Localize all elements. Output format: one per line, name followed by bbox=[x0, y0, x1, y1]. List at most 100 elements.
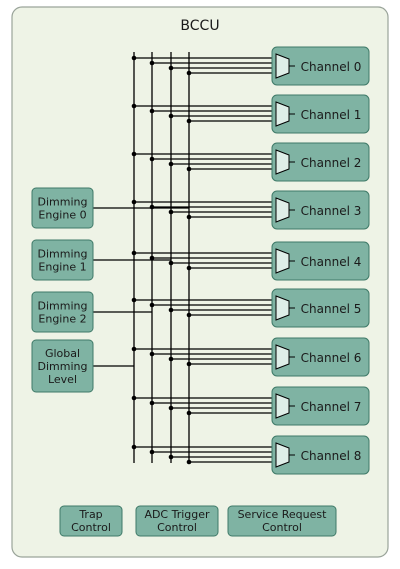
bus-junction-dot bbox=[131, 297, 137, 303]
source-block-box bbox=[31, 239, 94, 281]
channel-block-5: Channel 5 bbox=[271, 288, 370, 328]
channel-label: Channel 3 bbox=[301, 204, 362, 218]
source-label-line: Engine 0 bbox=[38, 209, 86, 222]
bus-junction-dot bbox=[168, 65, 174, 71]
channel-block-1: Channel 1 bbox=[271, 94, 370, 134]
channel-label: Channel 0 bbox=[301, 60, 362, 74]
bus-junction-dot bbox=[149, 302, 155, 308]
channel-mux bbox=[275, 393, 290, 419]
bus-junction-dot bbox=[131, 151, 137, 157]
channel-label: Channel 7 bbox=[301, 400, 362, 414]
bus-junction-dot bbox=[186, 459, 192, 465]
bus-junction-dot bbox=[149, 255, 155, 261]
control-label-line: Service Request bbox=[238, 508, 328, 521]
channel-label: Channel 8 bbox=[301, 449, 362, 463]
bus-junction-dot bbox=[186, 265, 192, 271]
bus-junction-dot bbox=[149, 204, 155, 210]
bus-junction-dot bbox=[168, 454, 174, 460]
channel-block-box bbox=[271, 386, 370, 426]
channel-block-box bbox=[271, 337, 370, 377]
bus-junction-dot bbox=[186, 166, 192, 172]
channel-block-box bbox=[271, 94, 370, 134]
bus-junction-dot bbox=[131, 346, 137, 352]
bus-junction-dot bbox=[149, 351, 155, 357]
bus-junction-dot bbox=[131, 103, 137, 109]
control-block-box bbox=[227, 505, 337, 537]
bus-junction-dot bbox=[186, 214, 192, 220]
channel-block-2: Channel 2 bbox=[271, 142, 370, 182]
bccu-title: BCCU bbox=[180, 18, 219, 34]
channel-mux bbox=[275, 442, 290, 468]
bus-junction-dot bbox=[131, 444, 137, 450]
channel-mux bbox=[275, 248, 290, 274]
source-block-box bbox=[31, 339, 94, 393]
bus-junction-dot bbox=[168, 307, 174, 313]
channel-mux bbox=[275, 53, 290, 79]
source-label-line: Global bbox=[45, 347, 80, 360]
channel-label: Channel 6 bbox=[301, 351, 362, 365]
bus-junction-dot bbox=[168, 209, 174, 215]
source-label-line: Dimming bbox=[38, 300, 88, 313]
channel-block-box bbox=[271, 288, 370, 328]
channel-block-7: Channel 7 bbox=[271, 386, 370, 426]
control-block-box bbox=[135, 505, 219, 537]
source-label-line: Level bbox=[48, 373, 77, 386]
channel-block-8: Channel 8 bbox=[271, 435, 370, 475]
channel-mux bbox=[275, 197, 290, 223]
control-label-line: Control bbox=[262, 521, 302, 534]
control-label-line: Trap bbox=[78, 508, 102, 521]
channel-block-box bbox=[271, 435, 370, 475]
bus-junction-dot bbox=[131, 395, 137, 401]
channel-block-0: Channel 0 bbox=[271, 46, 370, 86]
channel-mux bbox=[275, 295, 290, 321]
bus-junction-dot bbox=[168, 161, 174, 167]
channel-mux bbox=[275, 149, 290, 175]
bus-junction-dot bbox=[149, 400, 155, 406]
control-label-line: Control bbox=[157, 521, 197, 534]
channel-block-box bbox=[271, 142, 370, 182]
bus-junction-dot bbox=[131, 55, 137, 61]
channel-label: Channel 1 bbox=[301, 108, 362, 122]
source-label-line: Dimming bbox=[38, 360, 88, 373]
control-label-line: Control bbox=[71, 521, 111, 534]
channel-label: Channel 4 bbox=[301, 255, 362, 269]
bus-junction-dot bbox=[168, 260, 174, 266]
bus-junction-dot bbox=[186, 312, 192, 318]
bus-junction-dot bbox=[149, 60, 155, 66]
bus-junction-dot bbox=[131, 250, 137, 256]
channel-block-box bbox=[271, 241, 370, 281]
source-label-line: Engine 2 bbox=[38, 313, 86, 326]
channel-block-box bbox=[271, 190, 370, 230]
channel-block-3: Channel 3 bbox=[271, 190, 370, 230]
channel-mux bbox=[275, 344, 290, 370]
bus-junction-dot bbox=[149, 108, 155, 114]
channel-blocks: Channel 0 Channel 1 Channel 2 Channel 3 Chan… bbox=[271, 46, 370, 475]
bus-junction-dot bbox=[131, 199, 137, 205]
bus-junction-dot bbox=[149, 156, 155, 162]
source-label-line: Dimming bbox=[38, 196, 88, 209]
channel-mux bbox=[275, 101, 290, 127]
bus-junction-dot bbox=[186, 361, 192, 367]
control-label-line: ADC Trigger bbox=[144, 508, 210, 521]
bus-junction-dot bbox=[168, 356, 174, 362]
channel-block-4: Channel 4 bbox=[271, 241, 370, 281]
channel-block-box bbox=[271, 46, 370, 86]
bus-junction-dot bbox=[186, 70, 192, 76]
bus-junction-dot bbox=[168, 113, 174, 119]
channel-label: Channel 5 bbox=[301, 302, 362, 316]
source-label-line: Engine 1 bbox=[38, 261, 86, 274]
source-block-box bbox=[31, 291, 94, 333]
source-block-box bbox=[31, 187, 94, 229]
bus-junction-dot bbox=[186, 410, 192, 416]
